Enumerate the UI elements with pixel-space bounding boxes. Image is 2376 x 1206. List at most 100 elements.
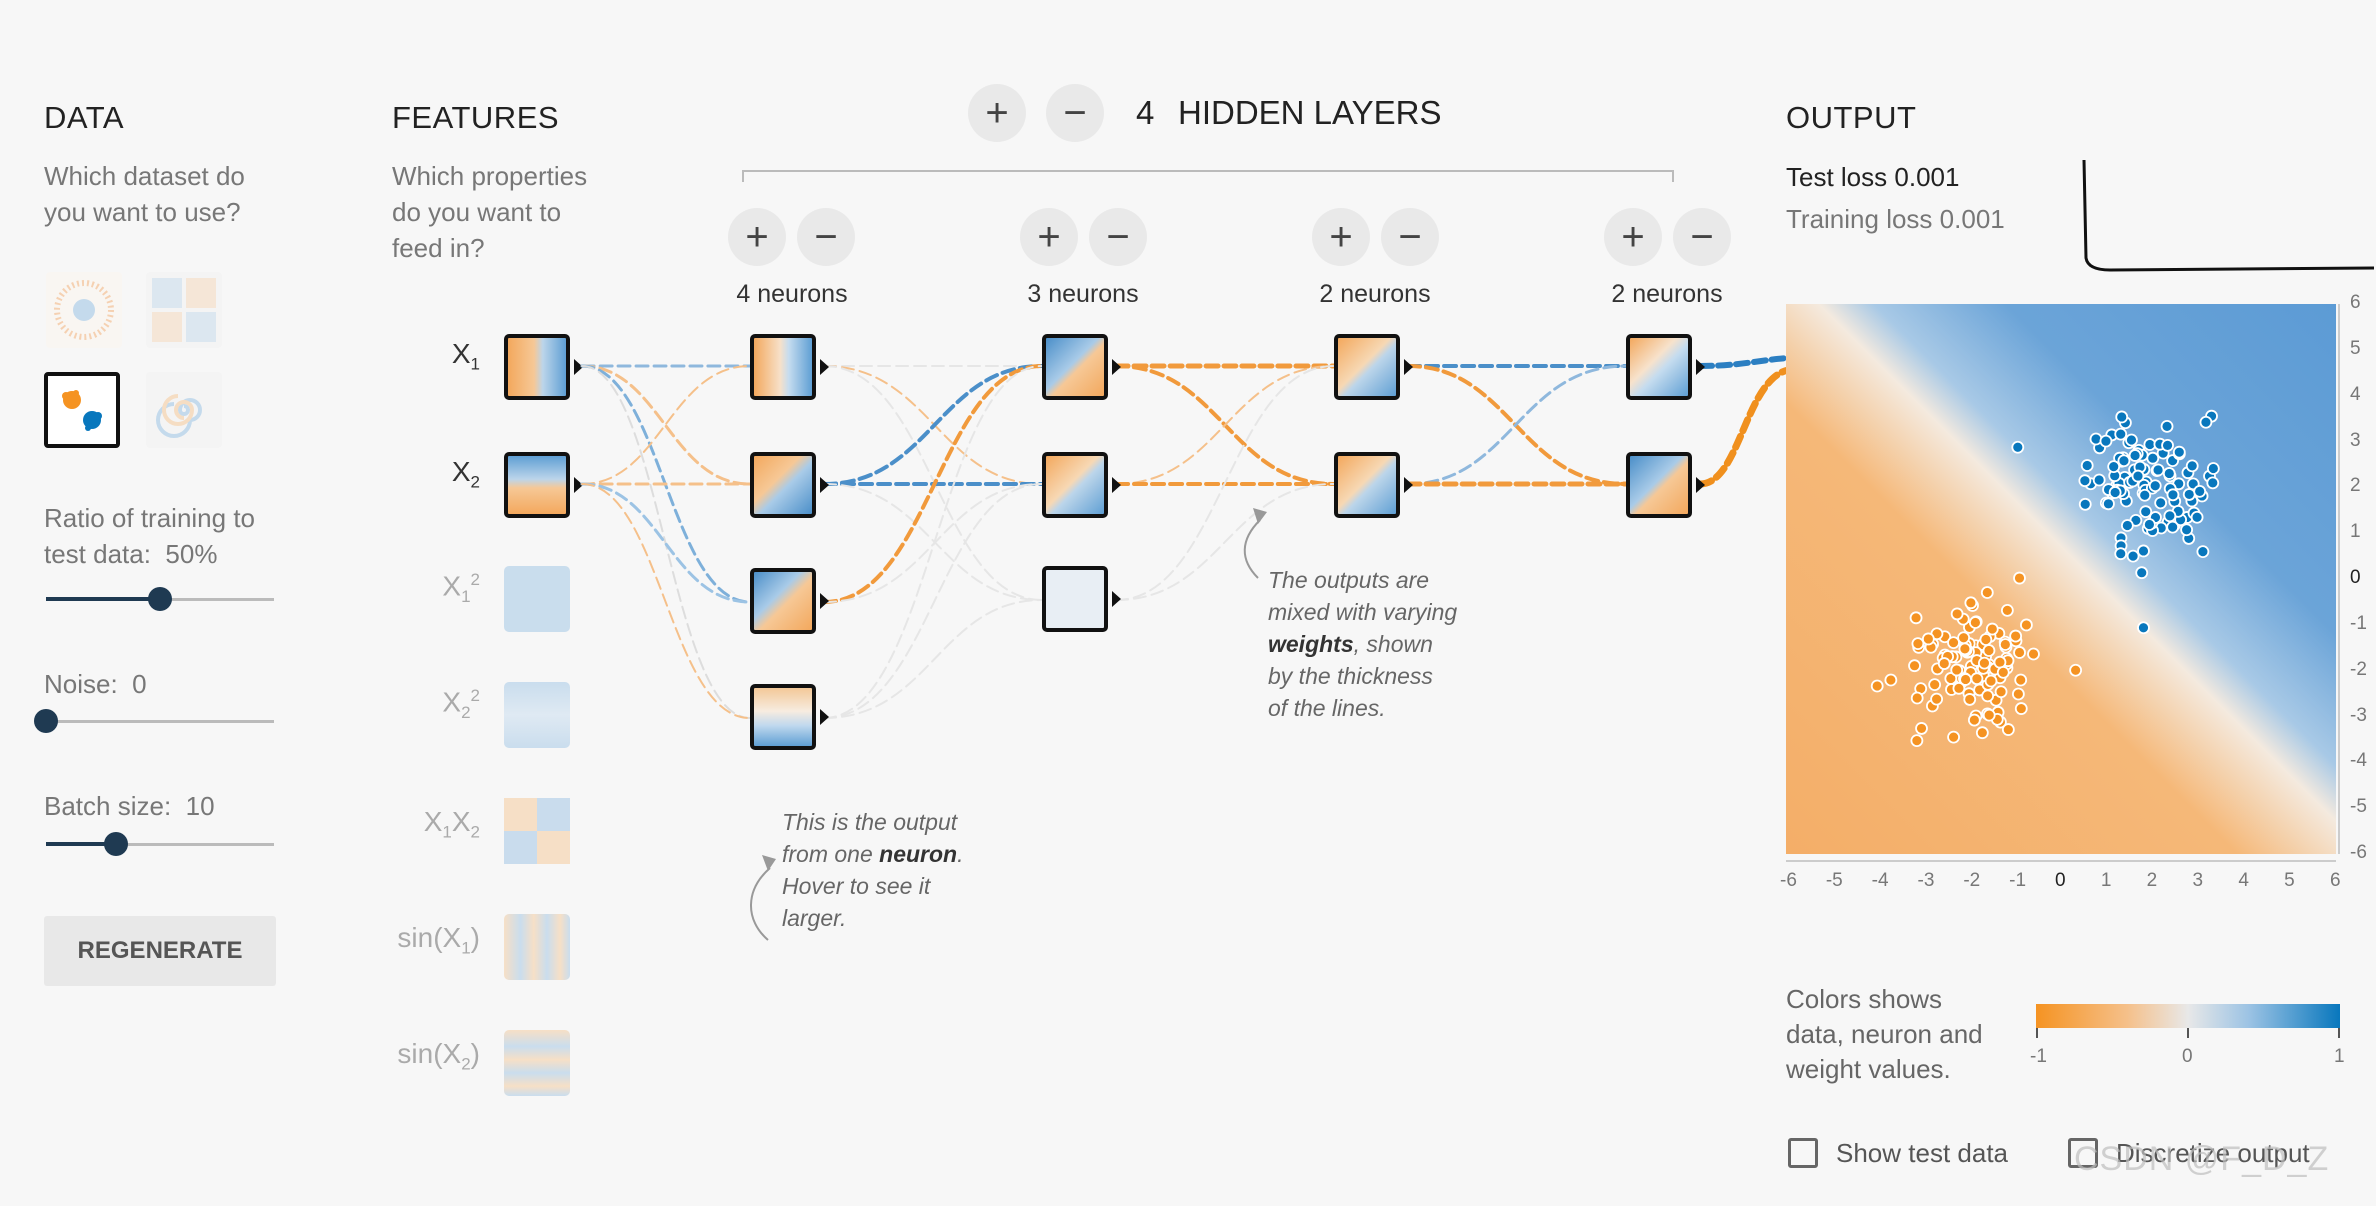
layer3-remove-neuron-button[interactable]: −	[1381, 208, 1439, 266]
data-point	[2172, 445, 2186, 459]
hidden-layers-count: 4	[1136, 94, 1155, 131]
data-question-line1: Which dataset do	[44, 161, 245, 191]
layer1-neuron-4-arrow	[820, 709, 829, 725]
data-point	[2146, 451, 2160, 465]
dataset-spiral[interactable]	[146, 372, 222, 448]
note-neuron-line1: This is the output	[782, 809, 958, 835]
legend-tick-mid	[2187, 1028, 2189, 1038]
y-tick-label: 2	[2350, 475, 2361, 497]
data-point	[1950, 663, 1964, 677]
data-point	[2138, 488, 2152, 502]
layer4-add-neuron-button[interactable]: +	[1604, 208, 1662, 266]
data-point	[1947, 730, 1960, 744]
layer1-add-neuron-button[interactable]: +	[728, 208, 786, 266]
feature-node-x1-squared[interactable]	[504, 566, 570, 632]
data-point	[2137, 621, 2150, 635]
feature-node-x2[interactable]	[504, 452, 570, 518]
x-tick-label: 5	[2284, 870, 2295, 891]
layer1-neuron-4[interactable]	[750, 684, 816, 750]
show-test-data-checkbox[interactable]	[1788, 1138, 1818, 1168]
test-loss-value: 0.001	[1894, 162, 1960, 192]
layer2-neuron-2-arrow	[1112, 477, 1121, 493]
data-point	[2161, 438, 2174, 452]
data-point	[2120, 519, 2134, 532]
dataset-circle[interactable]	[46, 272, 122, 348]
data-point	[2102, 497, 2115, 511]
noise-slider-track[interactable]	[46, 720, 274, 723]
data-point	[2013, 646, 2026, 659]
features-question-line3: feed in?	[392, 233, 485, 263]
show-test-data-label[interactable]: Show test data	[1836, 1138, 2008, 1168]
discretize-output-label[interactable]: Discretize output	[2116, 1138, 2310, 1168]
regenerate-button[interactable]: REGENERATE	[44, 916, 276, 986]
data-title: DATA	[44, 100, 125, 135]
data-point	[2180, 523, 2194, 537]
feature-node-sin-x1[interactable]	[504, 914, 570, 980]
layer4-neuron-2[interactable]	[1626, 452, 1692, 518]
feature-node-x1-arrow	[574, 359, 583, 375]
ratio-label-line2: test data:	[44, 539, 151, 569]
data-point	[1967, 713, 1981, 727]
data-point	[1958, 642, 1972, 656]
layer2-neuron-1[interactable]	[1042, 334, 1108, 400]
noise-slider-thumb[interactable]	[34, 709, 58, 733]
layer2-neuron-2[interactable]	[1042, 452, 1108, 518]
layer1-neuron-3[interactable]	[750, 568, 816, 634]
layer1-neuron-2[interactable]	[750, 452, 816, 518]
loss-curve	[2082, 159, 2375, 272]
data-point	[1982, 644, 1996, 657]
data-point	[2160, 419, 2174, 433]
data-point	[1909, 611, 1923, 625]
data-point	[1911, 637, 1925, 651]
layer3-neuron-2[interactable]	[1334, 452, 1400, 518]
feature-node-x1x2[interactable]	[504, 798, 570, 864]
data-point	[1928, 678, 1942, 692]
data-point	[2080, 459, 2094, 472]
noise-label-text: Noise:	[44, 669, 118, 699]
data-point	[2078, 497, 2092, 511]
watermark: CSDN @F_D_Z	[2074, 1140, 2330, 1178]
data-point	[1984, 674, 1998, 688]
batch-slider-track[interactable]	[46, 843, 274, 846]
x-tick-label: -6	[1780, 870, 1797, 891]
dataset-gaussian[interactable]	[44, 372, 120, 448]
output-heatmap[interactable]	[1786, 304, 2336, 854]
discretize-output-checkbox[interactable]	[2068, 1138, 2098, 1168]
y-tick-label: 4	[2350, 383, 2361, 405]
layer4-neuron-1[interactable]	[1626, 334, 1692, 400]
layer1-neuron-2-arrow	[820, 477, 829, 493]
x-tick-label: 1	[2100, 870, 2112, 891]
layer2-neuron-1-arrow	[1112, 359, 1121, 375]
feature-node-x1[interactable]	[504, 334, 570, 400]
data-point	[2014, 673, 2028, 687]
feature-node-x2-squared[interactable]	[504, 682, 570, 748]
layer2-neuron-3[interactable]	[1042, 566, 1108, 632]
remove-layer-button[interactable]: −	[1046, 84, 1104, 142]
ratio-slider-fill	[46, 597, 160, 601]
layer2-add-neuron-button[interactable]: +	[1020, 208, 1078, 266]
layer1-remove-neuron-button[interactable]: −	[797, 208, 855, 266]
batch-label-text: Batch size:	[44, 791, 172, 821]
data-point	[1870, 679, 1884, 693]
data-point	[2107, 460, 2121, 474]
data-point	[2151, 463, 2165, 477]
y-tick-label: 5	[2350, 337, 2361, 359]
legend-mid-label: 0	[2182, 1046, 2193, 1067]
layer1-neuron-1[interactable]	[750, 334, 816, 400]
note-weights-line4: by the thickness	[1268, 663, 1433, 689]
layer4-remove-neuron-button[interactable]: −	[1673, 208, 1731, 266]
layer3-add-neuron-button[interactable]: +	[1312, 208, 1370, 266]
feature-node-sin-x2[interactable]	[504, 1030, 570, 1096]
dataset-spiral-icon	[156, 394, 202, 438]
add-layer-button[interactable]: +	[968, 84, 1026, 142]
layer3-neuron-1[interactable]	[1334, 334, 1400, 400]
data-point	[2137, 544, 2150, 558]
layer4-neuron-2-arrow	[1696, 477, 1705, 493]
layer2-remove-neuron-button[interactable]: −	[1089, 208, 1147, 266]
batch-slider-thumb[interactable]	[104, 832, 128, 856]
x-tick-label: 3	[2192, 870, 2204, 891]
data-point	[1978, 656, 1991, 670]
ratio-slider-thumb[interactable]	[148, 587, 172, 611]
dataset-xor[interactable]	[146, 272, 222, 348]
